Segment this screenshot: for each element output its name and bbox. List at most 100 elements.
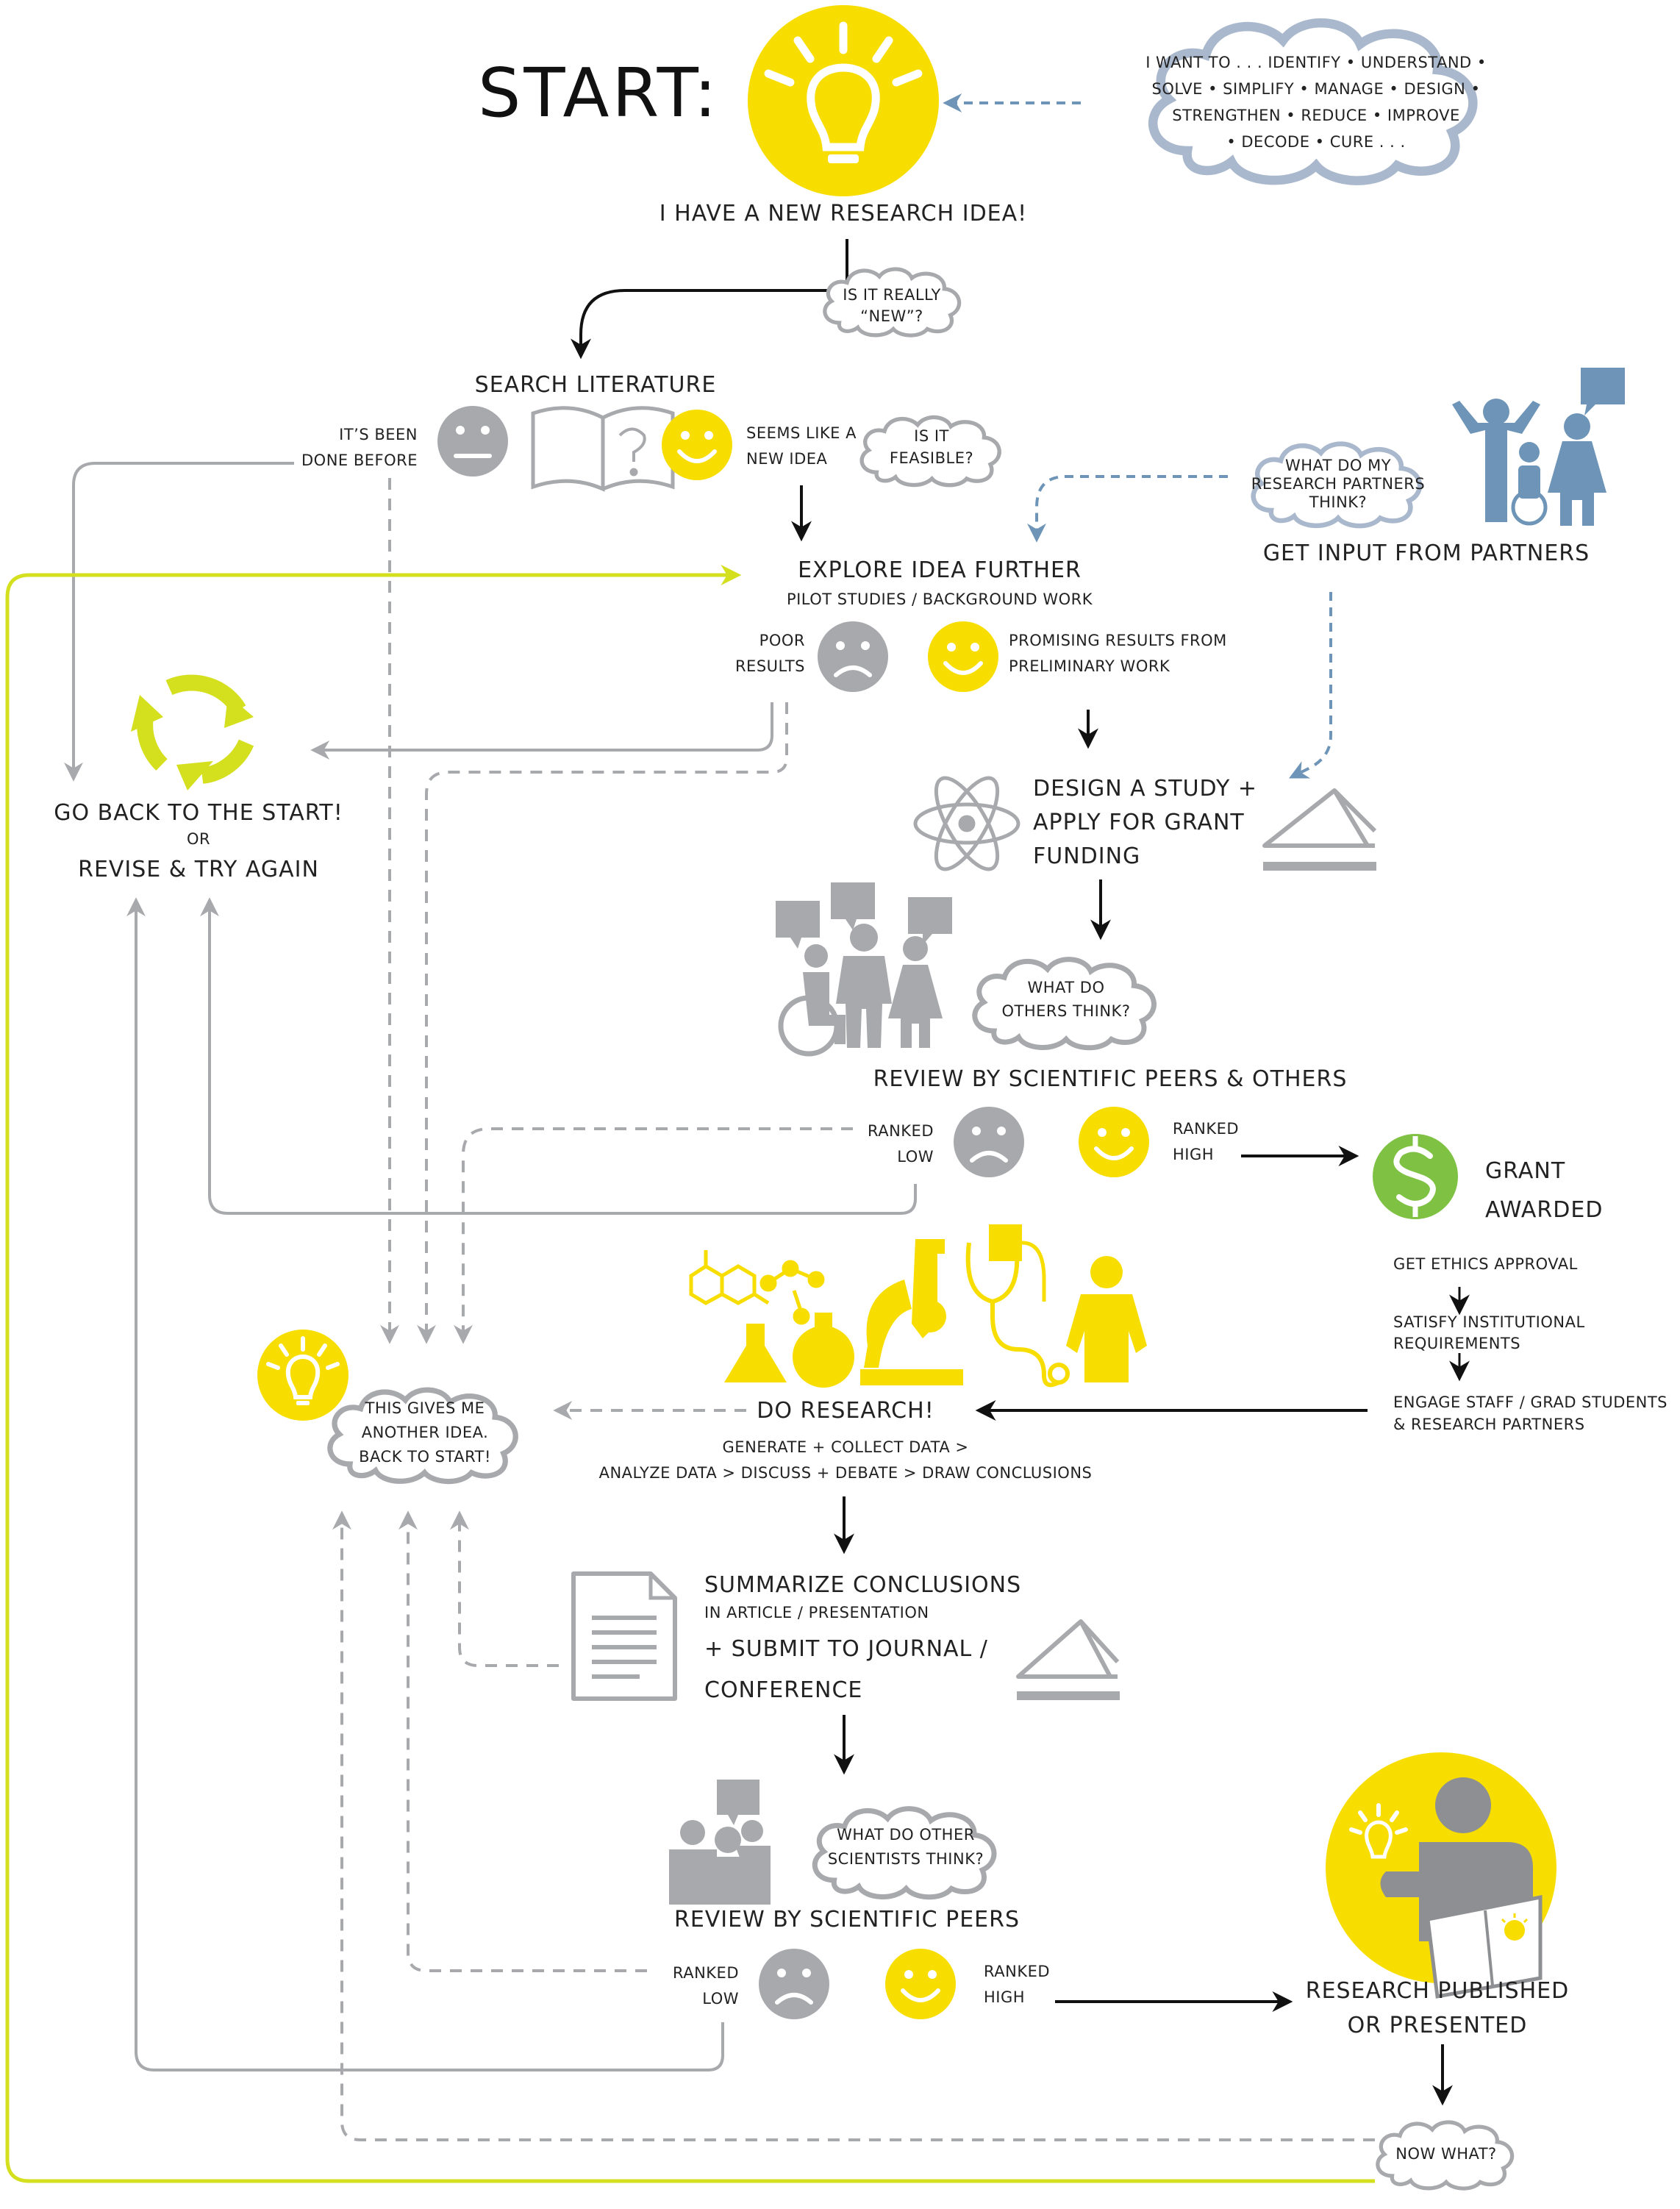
partners-think-text: WHAT DO MY [1285, 457, 1391, 474]
feasible-text: IS IT [914, 427, 949, 445]
arrow-poor-to-another [417, 702, 788, 1344]
promising-text: PRELIMINARY WORK [1009, 657, 1170, 675]
lightbulb-icon [748, 5, 939, 196]
partners-label: GET INPUT FROM PARTNERS [1263, 540, 1590, 566]
another-text: ANOTHER IDEA. [362, 1424, 489, 1441]
arrow-poor-to-back [310, 702, 773, 760]
summarize-line: + SUBMIT TO JOURNAL / [704, 1636, 988, 1662]
summarize-title: SUMMARIZE CONCLUSIONS [704, 1572, 1021, 1598]
new-cloud-text: “NEW”? [860, 307, 923, 325]
arrow-done-to-back [64, 462, 294, 782]
review2-title: REVIEW BY SCIENTIFIC PEERS [674, 1907, 1020, 1933]
another-text: BACK TO START! [359, 1448, 491, 1466]
start-title: START: [478, 54, 720, 132]
explore-title: EXPLORE IDEA FURTHER [798, 557, 1082, 583]
smiley-face-icon [1079, 1107, 1149, 1177]
open-book-icon [531, 406, 675, 492]
arrow-low2-to-another [398, 1510, 647, 1972]
seems-text: NEW IDEA [746, 450, 828, 468]
grant-step: SATISFY INSTITUTIONAL [1393, 1313, 1585, 1331]
lightbulb-icon [257, 1330, 348, 1421]
poor-text: RESULTS [735, 657, 805, 675]
partners-think-text: THINK? [1309, 493, 1367, 511]
back-line2: REVISE & TRY AGAIN [78, 857, 319, 882]
arrow-partners-to-explore [1027, 475, 1228, 543]
others-text: WHAT DO [1028, 979, 1105, 996]
scientists-text: WHAT DO OTHER [837, 1826, 975, 1844]
scientists-text: SCIENTISTS THINK? [828, 1850, 984, 1868]
want-line: SOLVE • SIMPLIFY • MANAGE • DESIGN • [1152, 80, 1481, 98]
design-text: FUNDING [1033, 843, 1140, 869]
done-text: IT’S BEEN [339, 426, 418, 443]
now-what-text: NOW WHAT? [1395, 2145, 1496, 2163]
design-text: APPLY FOR GRANT [1033, 810, 1245, 835]
others-text: OTHERS THINK? [1002, 1002, 1131, 1020]
neutral-face-icon [437, 406, 508, 477]
another-text: THIS GIVES ME [365, 1399, 485, 1417]
arrow-nowwhat-to-explore [5, 565, 1375, 2183]
paper-plane-icon [1262, 788, 1377, 871]
partners-think-text: RESEARCH PARTNERS [1251, 475, 1425, 493]
summarize-sub: IN ARTICLE / PRESENTATION [704, 1604, 929, 1621]
done-text: DONE BEFORE [301, 452, 418, 469]
low2-text: RANKED [673, 1964, 739, 1982]
people-talking-icon [776, 882, 952, 1057]
research-sub: GENERATE + COLLECT DATA > [723, 1438, 969, 1456]
arrow-summarize-to-another [450, 1510, 559, 1667]
want-line: I WANT TO . . . IDENTIFY • UNDERSTAND • [1145, 54, 1487, 71]
dollar-icon [1373, 1134, 1458, 1219]
arrow-low1-to-another [454, 1127, 853, 1344]
back-line1: GO BACK TO THE START! [54, 800, 343, 826]
smiley-face-icon [928, 621, 998, 692]
grant-step: & RESEARCH PARTNERS [1393, 1416, 1585, 1433]
atom-icon [913, 776, 1020, 871]
grant-text: GRANT [1485, 1158, 1565, 1184]
smiley-face-icon [885, 1949, 956, 2019]
grant-step: REQUIREMENTS [1393, 1335, 1520, 1352]
high1-text: HIGH [1173, 1146, 1214, 1163]
recycle-arrowheads-icon [131, 695, 254, 791]
grant-step: ENGAGE STAFF / GRAD STUDENTS [1393, 1393, 1668, 1411]
arrow-start-to-search [571, 239, 848, 360]
document-icon [571, 1571, 677, 1701]
research-sub: ANALYZE DATA > DISCUSS + DEBATE > DRAW C… [599, 1464, 1093, 1482]
published-text: OR PRESENTED [1348, 2013, 1528, 2038]
poor-text: POOR [759, 632, 805, 649]
published-text: RESEARCH PUBLISHED [1306, 1978, 1570, 2004]
low1-text: RANKED [868, 1122, 934, 1140]
review1-title: REVIEW BY SCIENTIFIC PEERS & OTHERS [873, 1066, 1348, 1092]
recycle-icon [137, 674, 254, 784]
published-researcher-icon [1326, 1752, 1556, 1999]
search-title: SEARCH LITERATURE [475, 372, 717, 398]
want-text: I WANT TO . . . IDENTIFY • UNDERSTAND • … [1145, 54, 1487, 151]
want-cloud [1153, 23, 1473, 181]
summarize-line: CONFERENCE [704, 1677, 862, 1703]
want-line: • DECODE • CURE . . . [1226, 133, 1405, 151]
design-text: DESIGN A STUDY + [1033, 776, 1257, 802]
connectors [5, 93, 1470, 2183]
feasible-text: FEASIBLE? [890, 449, 973, 467]
low1-text: LOW [897, 1148, 934, 1166]
high1-text: RANKED [1173, 1120, 1239, 1138]
new-cloud-text: IS IT REALLY [843, 286, 941, 304]
arrow-nowwhat-to-another [332, 1510, 1375, 2141]
arrow-low1-to-back [200, 897, 917, 1215]
promising-text: PROMISING RESULTS FROM [1009, 632, 1227, 649]
research-title: DO RESEARCH! [757, 1398, 934, 1424]
want-line: STRENGTHEN • REDUCE • IMPROVE [1172, 107, 1460, 124]
arrow-low2-to-back [126, 897, 724, 2071]
arrow-partners-to-design [1289, 592, 1332, 779]
grant-text: AWARDED [1485, 1197, 1603, 1223]
high2-text: HIGH [984, 1988, 1025, 2006]
explore-subtitle: PILOT STUDIES / BACKGROUND WORK [787, 590, 1093, 608]
high2-text: RANKED [984, 1963, 1050, 1980]
seems-text: SEEMS LIKE A [746, 424, 857, 442]
sad-face-icon [954, 1107, 1024, 1177]
grant-step: GET ETHICS APPROVAL [1393, 1255, 1578, 1273]
sad-face-icon [818, 621, 888, 692]
back-or: OR [187, 830, 210, 848]
sad-face-icon [759, 1949, 829, 2019]
smiley-face-icon [662, 410, 732, 480]
partners-people-icon [1452, 368, 1625, 526]
